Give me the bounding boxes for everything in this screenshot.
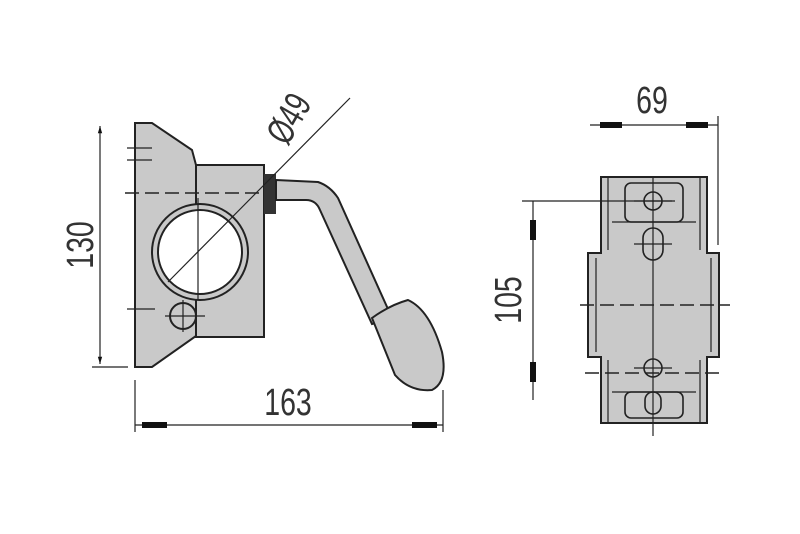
diameter-leader: [167, 97, 351, 283]
front-width-dimension-label: 69: [636, 80, 668, 122]
side-view: 130 163 Ø49: [60, 86, 445, 432]
clamp-bore: [157, 209, 243, 295]
handle-grip: [370, 298, 445, 392]
width-dimension-label: 163: [264, 382, 312, 424]
collar: [264, 174, 276, 214]
height-dimension-label: 130: [60, 221, 102, 269]
diameter-dimension-label: Ø49: [257, 86, 319, 151]
front-view: 69 105: [488, 80, 730, 436]
top-tab: [624, 182, 684, 223]
handle-rod: [275, 178, 394, 326]
hole-spacing-dimension-label: 105: [488, 276, 530, 324]
